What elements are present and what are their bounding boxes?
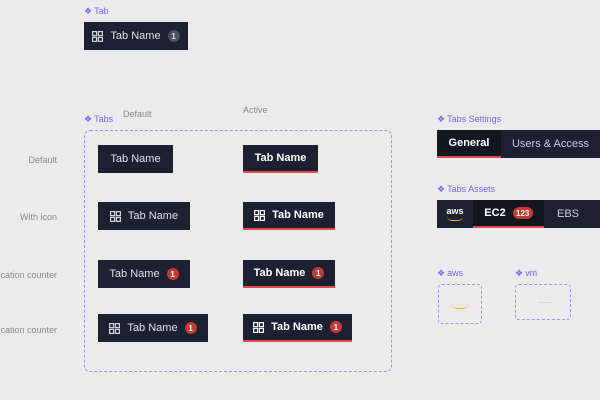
tab-default-icon-counter[interactable]: Tab Name 1 [98,314,208,342]
tabs-variants-frame [84,130,392,372]
aws-asset-title: ❖aws [437,268,464,278]
row-label-notification-counter: ification counter [0,270,57,280]
component-diamond-icon: ❖ [84,6,93,16]
tab-label: Tab Name [109,268,160,280]
tab-active[interactable]: Tab Name [243,145,318,173]
tab-counter-badge: 1 [329,321,342,333]
tabs-assets-bar: aws EC2 123 EBS [437,200,600,228]
tab-general[interactable]: General [437,130,501,158]
tab-component[interactable]: Tab Name 1 [84,22,188,50]
tab-counter-badge: 1 [166,268,179,280]
tab-component-title: ❖Tab [84,6,109,16]
tab-default-counter[interactable]: Tab Name 1 [98,260,190,288]
column-label-active: Active [243,105,268,115]
tab-ebs[interactable]: EBS [556,208,579,220]
tabs-settings-title: ❖Tabs Settings [437,114,502,124]
tab-counter-badge: 1 [312,267,325,279]
tab-counter-badge: 1 [184,322,197,334]
aws-smile-icon [452,304,468,309]
tab-users-access[interactable]: Users & Access [511,138,590,150]
tab-label: Tab Name [271,321,323,333]
component-diamond-icon: ❖ [437,184,446,194]
component-diamond-icon: ❖ [437,268,446,278]
tab-label: Tab Name [127,322,178,334]
tab-default-with-icon[interactable]: Tab Name [98,202,190,230]
tab-active-counter[interactable]: Tab Name 1 [243,260,335,288]
tab-label: Tab Name [254,152,307,164]
tab-ec2[interactable]: EC2 123 [473,200,544,228]
row-label-icon-notification-counter: ification counter [0,325,57,335]
vm-asset-title: ❖vm [515,268,538,278]
component-diamond-icon: ❖ [84,114,93,124]
grid-icon [109,210,121,222]
aws-logo: aws [446,206,464,216]
ec2-counter-badge: 123 [512,207,533,219]
tab-label: Tab Name [110,153,161,165]
tab-label: Tab Name [110,30,161,42]
tab-label: Tab Name [253,267,306,279]
tab-aws[interactable]: aws [437,200,473,228]
row-label-with-icon: With icon [19,212,57,222]
tab-label: Tab Name [272,209,324,221]
aws-smile-icon [447,216,463,221]
tab-active-with-icon[interactable]: Tab Name [243,202,335,230]
tab-label: Tab Name [127,210,179,222]
grid-icon [254,209,266,221]
column-label-default: Default [123,109,152,119]
component-diamond-icon: ❖ [515,268,524,278]
vm-logo-icon [538,302,552,303]
tab-default[interactable]: Tab Name [98,145,173,173]
tab-counter-badge: 1 [167,30,180,42]
aws-asset-frame [438,284,482,324]
tab-active-icon-counter[interactable]: Tab Name 1 [243,314,352,342]
tabs-settings-bar: General Users & Access [437,130,600,158]
row-label-default: Default [28,155,57,165]
grid-icon [109,322,121,334]
grid-icon [253,321,265,333]
tabs-component-title: ❖Tabs [84,114,114,124]
tabs-assets-title: ❖Tabs Assets [437,184,496,194]
component-diamond-icon: ❖ [437,114,446,124]
grid-icon [92,30,104,42]
vm-asset-frame [515,284,571,320]
